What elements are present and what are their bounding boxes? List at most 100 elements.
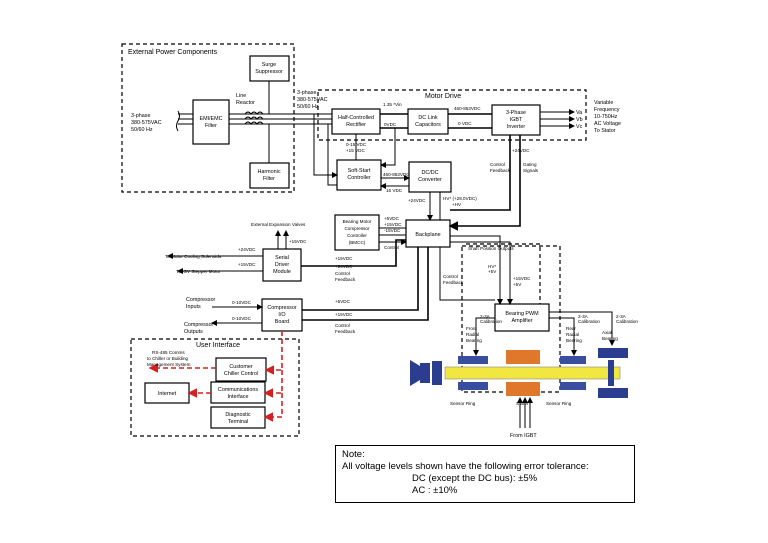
- igbt-gating-line: [448, 135, 521, 231]
- rect-out-label: 1.35 *Vin: [383, 102, 402, 107]
- to-igv-label: To IGV Stepper Motor: [176, 269, 221, 274]
- shaft-icon: [444, 366, 621, 380]
- variable-freq-3: 10-750Hz: [594, 114, 618, 120]
- compio-label-1: Compressor: [267, 305, 297, 311]
- dcdc-in-label: 460-853VDC: [383, 172, 410, 177]
- internet-label: Internet: [158, 391, 177, 397]
- comms-label-2: Interface: [228, 394, 249, 400]
- rs485-2: to Chiller or Building: [147, 356, 189, 361]
- expansion-valves-label: External Expansion Valves: [251, 222, 306, 227]
- to-cooling-label: To Motor Cooling Solenoids: [165, 254, 222, 259]
- cal-b-1: 2-3A: [578, 314, 589, 319]
- bmcc-label-1: Bearing Motor: [343, 219, 372, 224]
- three-phase-drive-3: 50/60 Hz: [297, 104, 319, 110]
- gating-2: Signals: [523, 168, 539, 173]
- stator-bottom-icon: [506, 382, 540, 396]
- front-radial-2: Radial: [466, 332, 479, 337]
- dcdc-label-1: DC/DC: [421, 170, 438, 176]
- serial-label-3: Module: [273, 269, 291, 275]
- bmcc-label-2: Compressor: [344, 226, 369, 231]
- variable-freq-1: Variable: [594, 100, 613, 106]
- rear-bearing-top-icon: [560, 356, 586, 364]
- bmcc-rail-1-label: +5VDC: [384, 216, 400, 221]
- dcdc-label-2: Converter: [418, 177, 442, 183]
- three-phase-input-lines: [176, 110, 193, 132]
- ctrl-fb2-2: Feedback: [443, 280, 464, 285]
- emi-label-2: Filter: [205, 123, 217, 129]
- note-line-2: DC (except the DC bus): ±5%: [412, 473, 538, 484]
- impeller-blade-icon: [410, 360, 420, 386]
- rear-radial-1: Rear: [566, 326, 576, 331]
- ctrl-fb-1: Control: [490, 162, 505, 167]
- backplane-to-serial: [301, 239, 406, 267]
- user-interface-title: User Interface: [196, 342, 240, 349]
- sd-bus-1: +15VDC: [335, 256, 353, 261]
- customer-chiller-block: Customer Chiller Control: [215, 357, 267, 382]
- bp-out-2: +5V: [488, 269, 497, 274]
- external-power-group: [121, 43, 295, 193]
- backplane-label: Backplane: [415, 232, 440, 238]
- axial-1: Axial: [602, 330, 612, 335]
- bearing-pwm-label-2: Amplifier: [512, 318, 533, 324]
- softstart-rail-1: 0-15 VDC: [346, 142, 367, 147]
- rear-radial-3: Bearing: [566, 338, 582, 343]
- pwm-to-axial-bearing: [549, 311, 615, 346]
- front-radial-1: Front: [466, 326, 477, 331]
- sd-p24-label: +24VDC: [238, 247, 256, 252]
- compio-label-3: Board: [275, 319, 289, 325]
- internet-block: Internet: [144, 382, 190, 404]
- igbt-label-1: 3-Phase: [506, 110, 526, 116]
- compio-label-2: I/O: [278, 312, 285, 318]
- comms-label-1: Communications: [218, 387, 258, 393]
- comp-inputs-2: Inputs: [186, 304, 201, 310]
- dclink-label-1: DC Link: [418, 115, 437, 121]
- bmcc-rail-2-label: +15VDC: [384, 222, 402, 227]
- io-out-label: 0-10VDC: [232, 316, 252, 321]
- cal-c-1: 2-3A: [616, 314, 627, 319]
- front-radial-3: Bearing: [466, 338, 482, 343]
- serial-label-2: Driver: [275, 262, 290, 268]
- rs485-1: RS-485 Comms: [152, 350, 185, 355]
- motor-drive-group: [317, 89, 587, 141]
- serial-label-1: Serial: [275, 255, 289, 261]
- bmcc-label-3: Controller: [347, 233, 367, 238]
- bp-rail-1: +15VDC: [513, 276, 531, 281]
- compressor-io-block: Compressor I/O Board: [261, 298, 303, 332]
- diag-label-1: Diagnostic: [225, 412, 250, 418]
- variable-freq-2: Frequency: [594, 107, 620, 113]
- bearing-dashed-region: [461, 245, 561, 393]
- drive-to-softstart-2: [327, 124, 337, 186]
- surge-suppressor-block: Surge Suppressor: [249, 55, 290, 82]
- front-bearing-bottom-icon: [458, 382, 488, 390]
- vb-label: Vb: [576, 117, 583, 123]
- comp-outputs-1: Compressor: [184, 322, 214, 328]
- dclink-to-softstart: [380, 128, 396, 168]
- drive-to-softstart: [313, 114, 338, 178]
- igbt-label-2: IGBT: [510, 117, 523, 123]
- bearing-pwm-block: Bearing PWM Amplifier: [494, 303, 550, 332]
- softstart-label-2: Controller: [347, 175, 371, 181]
- vc-label: Vc: [576, 124, 583, 130]
- ctrl-fb2-1: Control: [443, 274, 458, 279]
- note-line-1: All voltage levels shown have the follow…: [342, 461, 589, 472]
- zero-vdc-a: 0VDC: [384, 122, 397, 127]
- bmcc-rail-3-label: -15VDC: [384, 228, 401, 233]
- external-power-title: External Power Components: [128, 49, 218, 56]
- rectifier-block: Half-Controlled Rectifier: [331, 108, 381, 135]
- dclink-label-2: Capacitors: [415, 122, 441, 128]
- sensor-ring-right: Sensor Ring: [546, 401, 572, 406]
- tolerance-note: Note: All voltage levels shown have the …: [335, 445, 635, 503]
- io-bus-1: +5VDC: [335, 299, 351, 304]
- three-phase-drive-1: 3-phase: [297, 90, 316, 96]
- sd-bus-4: Feedback: [335, 277, 356, 282]
- variable-freq-4: AC Voltage: [594, 121, 621, 127]
- front-bearing-top-icon: [458, 356, 488, 364]
- bmcc-control-label: Control: [384, 245, 399, 250]
- softstart-rail-2: +15 VDC: [346, 148, 365, 153]
- impeller-right-icon: [432, 361, 442, 385]
- harmonic-label-2: Filter: [263, 176, 275, 182]
- igbt-inverter-block: 3-Phase IGBT Inverter: [491, 104, 541, 136]
- sd-p15-label: +15VDC: [238, 262, 256, 267]
- motor-drive-title: Motor Drive: [425, 93, 461, 100]
